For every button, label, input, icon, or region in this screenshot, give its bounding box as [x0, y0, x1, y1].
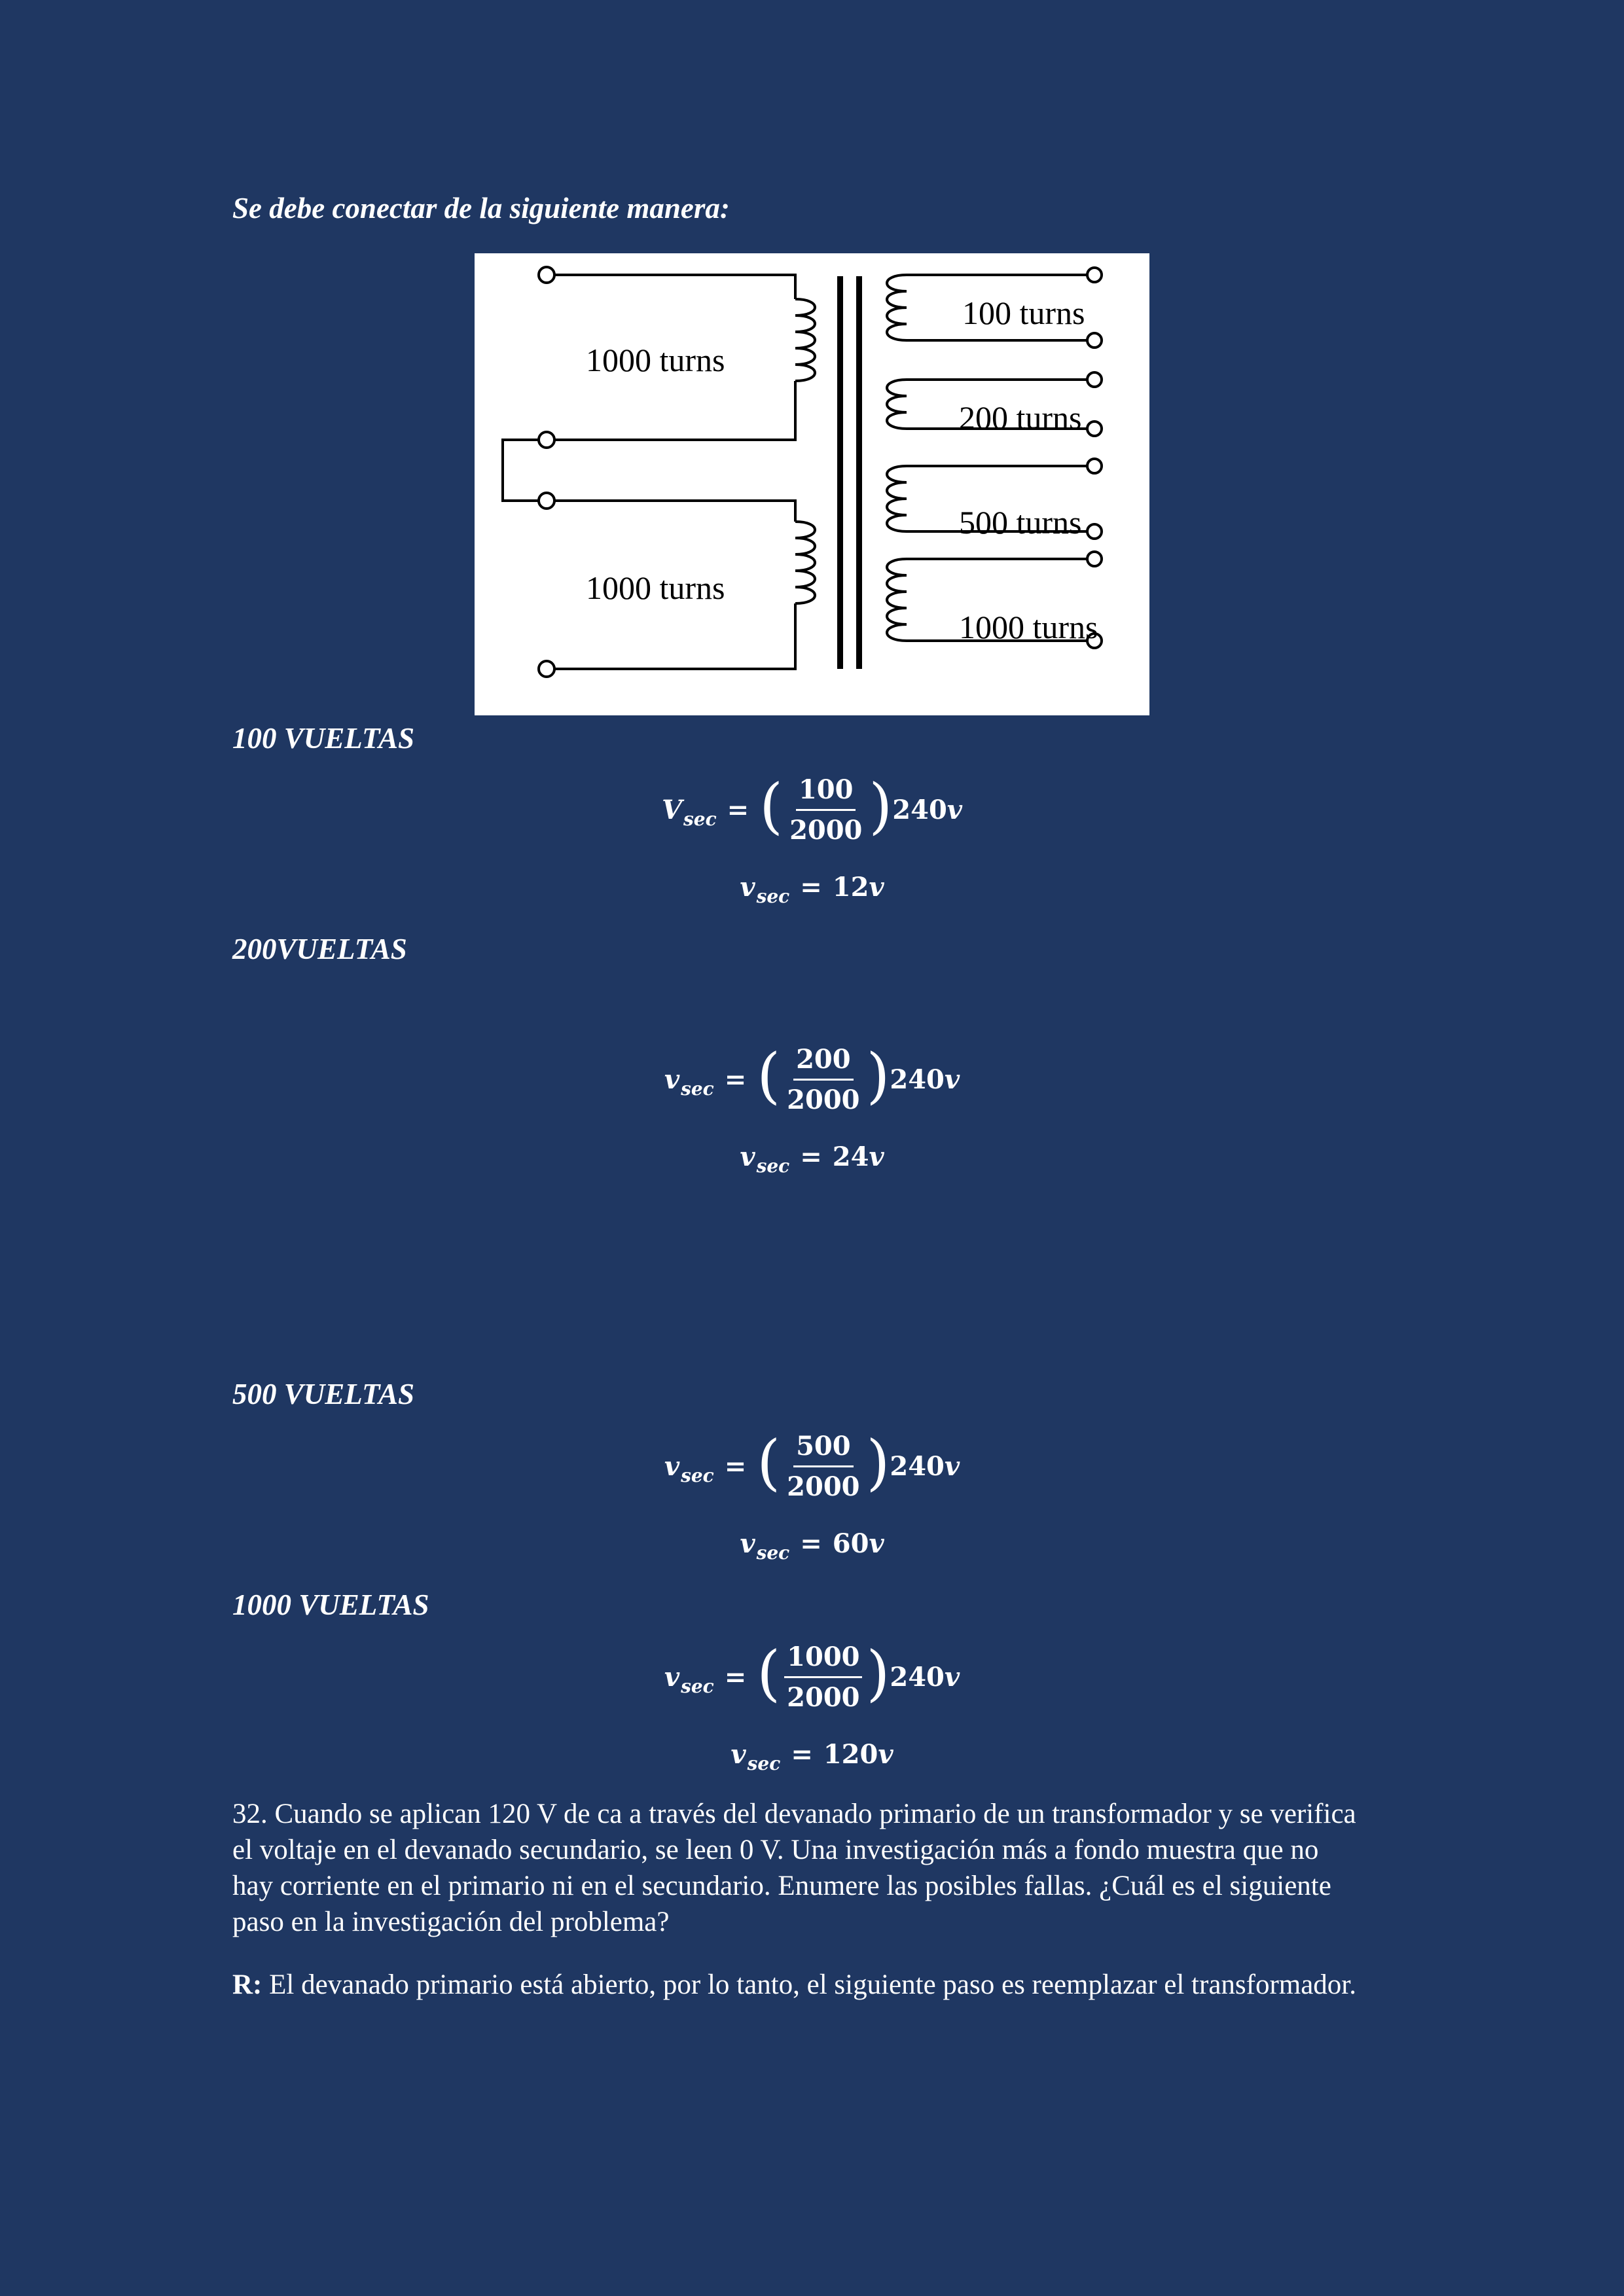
answer-text: El devanado primario está abierto, por l…	[262, 1969, 1356, 2000]
label-secondary-1000: 1000 turns	[959, 609, 1098, 645]
label-primary-top: 1000 turns	[586, 342, 725, 378]
section-heading-100: 100 VUELTAS	[232, 722, 414, 755]
label-secondary-100: 100 turns	[962, 295, 1085, 331]
question-32: 32. Cuando se aplican 120 V de ca a trav…	[232, 1799, 1356, 1937]
section-heading-200: 200VUELTAS	[232, 933, 407, 965]
terminal-primary-3	[537, 492, 556, 510]
label-secondary-500: 500 turns	[959, 504, 1082, 541]
intro-text: Se debe conectar de la siguiente manera:	[232, 192, 730, 224]
terminal-primary-1	[537, 266, 556, 284]
terminal-primary-4	[537, 660, 556, 678]
answer: R: El devanado primario está abierto, po…	[232, 1967, 1358, 2003]
transformer-diagram: 1000 turns 1000 turns 100 turns 200 turn…	[475, 253, 1149, 715]
section-heading-500: 500 VUELTAS	[232, 1378, 414, 1410]
transformer-schematic: 1000 turns 1000 turns 100 turns 200 turn…	[501, 266, 1103, 678]
core-bar-left	[837, 276, 843, 669]
label-primary-bottom: 1000 turns	[586, 569, 725, 606]
answer-label: R:	[232, 1969, 262, 2000]
terminal-primary-2	[537, 431, 556, 449]
label-secondary-200: 200 turns	[959, 399, 1082, 436]
section-heading-1000: 1000 VUELTAS	[232, 1588, 429, 1621]
core-bar-right	[856, 276, 862, 669]
